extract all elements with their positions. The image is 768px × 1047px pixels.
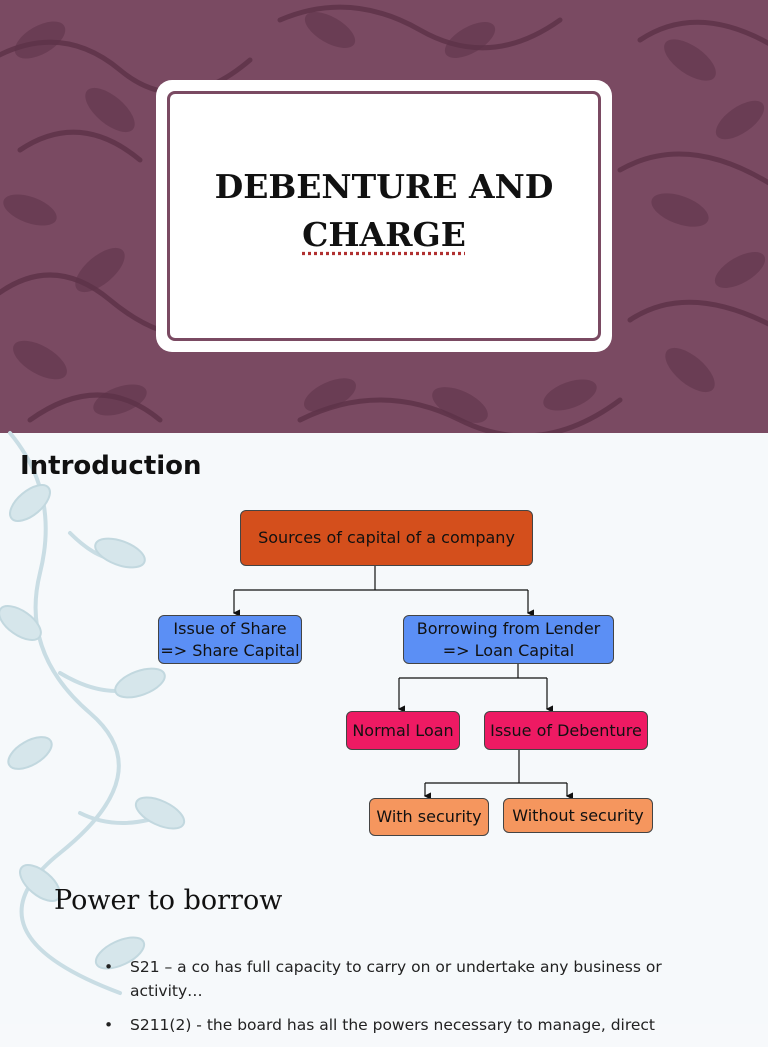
diagram-connectors (232, 566, 573, 800)
bullet-icon: • (104, 1016, 114, 1034)
bullet-text: S21 – a co has full capacity to carry on… (130, 958, 662, 1000)
vine-decoration (0, 431, 186, 995)
node-without-security: Without security (503, 798, 653, 833)
power-to-borrow-heading: Power to borrow (54, 885, 283, 916)
bullet-list: • S21 – a co has full capacity to carry o… (100, 955, 700, 1047)
title-slide: DEBENTURE AND CHARGE (0, 0, 768, 439)
node-borrow-line-1: Borrowing from Lender (416, 618, 601, 638)
node-share-line-2: => Share Capital (160, 640, 300, 660)
node-issue-of-debenture: Issue of Debenture (484, 711, 648, 750)
introduction-slide: Introduction Sources of capital of a com… (0, 431, 768, 1034)
title-card: DEBENTURE AND CHARGE (156, 80, 612, 352)
floral-pattern (0, 4, 768, 439)
node-share-line-1: Issue of Share (173, 618, 287, 638)
title-line-2: CHARGE (302, 215, 466, 254)
bullet-icon: • (104, 958, 114, 976)
node-with-security: With security (369, 798, 489, 836)
node-issue-of-share: Issue of Share => Share Capital (158, 615, 302, 664)
slide-title: DEBENTURE AND CHARGE (215, 163, 554, 259)
section-heading: Introduction (20, 451, 202, 481)
list-item: • S211(2) - the board has all the powers … (100, 1013, 700, 1037)
node-normal-loan: Normal Loan (346, 711, 460, 750)
list-item: • S21 – a co has full capacity to carry o… (100, 955, 700, 1003)
node-sources-of-capital: Sources of capital of a company (240, 510, 533, 566)
node-borrowing-from-lender: Borrowing from Lender => Loan Capital (403, 615, 614, 664)
title-frame: DEBENTURE AND CHARGE (167, 91, 601, 341)
title-line-1: DEBENTURE AND (214, 167, 554, 206)
node-borrow-line-2: => Loan Capital (442, 640, 575, 660)
bullet-text: S211(2) - the board has all the powers n… (130, 1016, 656, 1034)
